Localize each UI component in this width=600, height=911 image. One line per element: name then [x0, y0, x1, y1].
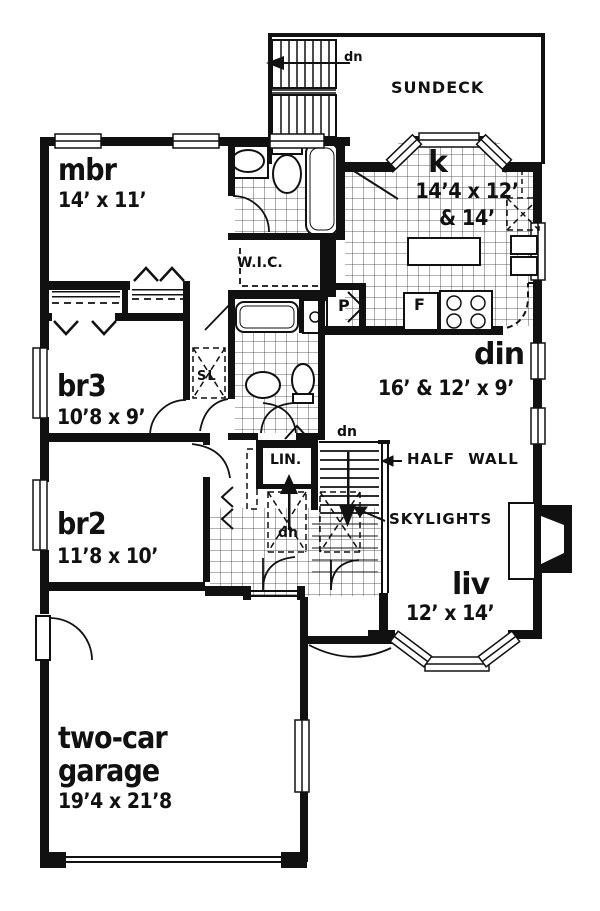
- windows: [32, 132, 546, 793]
- ensuite-bathroom-fixtures: [229, 141, 339, 236]
- down-arrow-stairs: [339, 505, 356, 527]
- skylights-arrow: [353, 506, 368, 518]
- door-swings: [52, 195, 392, 658]
- pantry-door-chevron: [347, 291, 365, 323]
- annotation-pantry: P: [338, 296, 350, 315]
- kitchen-island: [407, 237, 481, 266]
- entry-door-arc2: [330, 559, 360, 591]
- fireplace: [508, 502, 572, 580]
- closet-chevron: [159, 266, 185, 282]
- burner: [446, 313, 462, 329]
- room-dims-liv: 12’ x 14’: [406, 601, 495, 625]
- room-label-br2: br2: [57, 507, 107, 542]
- annotation-dn-top: dn: [337, 424, 357, 440]
- skylight-box-hall: [192, 347, 226, 399]
- br3-door-arc: [149, 399, 187, 437]
- closet-rods: [52, 298, 186, 304]
- annotation-dn-mid: dn: [278, 525, 298, 541]
- kitchen-fixtures: [345, 165, 538, 331]
- room-label-sundeck: SUNDECK: [391, 78, 485, 97]
- room-dims-garage: 19’4 x 21’8: [58, 789, 172, 813]
- burner: [470, 313, 486, 329]
- door-leaf: [35, 615, 51, 661]
- wall-oven: [510, 235, 538, 255]
- sink: [245, 371, 281, 399]
- room-label-garage-1: two-car: [58, 721, 168, 756]
- counter-edge: [496, 282, 537, 330]
- half-wall-arrow: [380, 455, 394, 467]
- room-dims-br3: 10’8 x 9’: [57, 405, 146, 429]
- room-label-kitchen: k: [428, 145, 448, 180]
- sundeck-stairs: [266, 39, 350, 138]
- burner: [470, 295, 486, 311]
- coat-closet-curve: [308, 644, 392, 658]
- br2-door-arc: [191, 443, 231, 479]
- room-label-br3: br3: [57, 369, 107, 404]
- annotation-dn-sundeck: dn: [344, 50, 363, 65]
- room-dims2-kitchen: & 14’: [439, 206, 495, 230]
- main-bathroom-fixtures: [235, 299, 328, 404]
- room-label-liv: liv: [452, 567, 490, 602]
- annotation-arrows: [353, 455, 402, 522]
- annotation-fridge: F: [414, 295, 425, 314]
- skylight-box-stairs-right: [319, 491, 361, 553]
- hall-door-chevron: [220, 508, 234, 530]
- annotation-skylights: SKYLIGHTS: [389, 510, 493, 528]
- skylight-box-stairs-left: [267, 491, 307, 553]
- hall-entry-tile: [210, 508, 382, 596]
- skylight-box-kitchen: [506, 197, 540, 231]
- closet-chevron: [91, 320, 117, 336]
- down-arrow-sundeck: [266, 56, 284, 70]
- room-label-wic: W.I.C.: [237, 255, 283, 271]
- refrigerator: [403, 292, 439, 331]
- room-label-din: din: [474, 337, 525, 372]
- hall-door-mark: [204, 300, 234, 331]
- room-label-garage-2: garage: [58, 754, 160, 789]
- room-dims-br2: 11’8 x 10’: [57, 544, 158, 568]
- skylight-markers: [192, 197, 540, 553]
- garage-door: [35, 615, 93, 661]
- room-dims-mbr: 14’ x 11’: [58, 188, 147, 212]
- ensuite-door-arc: [232, 195, 270, 233]
- bath2-hall-door-arc: [199, 398, 229, 432]
- main-stairs: [280, 450, 379, 573]
- linen-door-chevron: [284, 424, 310, 440]
- closet-chevron: [53, 320, 79, 336]
- entry-door-arc: [262, 556, 296, 591]
- room-dims-din: 16’ & 12’ x 9’: [378, 376, 514, 400]
- toilet-base: [292, 393, 314, 404]
- room-dims-kitchen: 14’4 x 12’: [415, 179, 519, 203]
- toilet: [272, 154, 302, 194]
- annotation-sl: SL: [197, 369, 217, 384]
- room-label-mbr: mbr: [58, 153, 117, 188]
- sink: [231, 149, 265, 173]
- closet-chevron: [133, 266, 159, 282]
- room-label-lin: LIN.: [270, 452, 302, 468]
- annotation-half-wall: HALF WALL: [407, 450, 519, 468]
- up-arrow-stairs: [280, 474, 298, 494]
- hall-cabinet: [246, 448, 258, 510]
- hall-door-chevron: [220, 486, 234, 508]
- garage-door-arc: [49, 617, 93, 661]
- burner: [446, 295, 462, 311]
- wall-oven: [510, 256, 538, 276]
- toilet: [291, 363, 315, 397]
